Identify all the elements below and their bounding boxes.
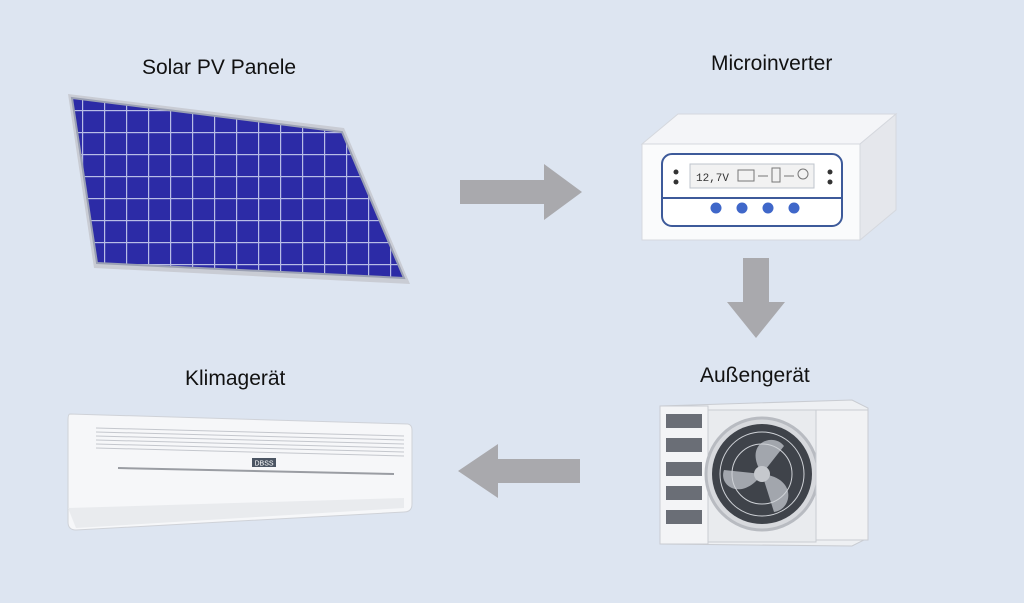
solar-panel-image [60,88,420,288]
air-conditioner-image: DBSS [64,408,414,532]
microinverter-icon: 12,7V [640,112,898,242]
arrow-inverter-to-outdoor [727,258,785,338]
arrow-outdoor-to-ac [458,444,580,498]
outdoor-unit-icon [659,399,869,547]
outdoor-unit-image [652,398,872,550]
inverter-display-text: 12,7V [696,173,729,185]
ac-brand-badge: DBSS [254,461,273,468]
arrow-panel-to-inverter [460,164,582,220]
microinverter-label: Microinverter [711,52,833,75]
solar-panel-icon [68,94,410,284]
air-conditioner-icon: DBSS [67,413,413,531]
outdoor-unit-label: Außengerät [700,364,810,387]
air-conditioner-label: Klimagerät [185,367,286,390]
microinverter-image: 12,7V [640,110,900,242]
solar-panel-label: Solar PV Panele [142,56,297,79]
